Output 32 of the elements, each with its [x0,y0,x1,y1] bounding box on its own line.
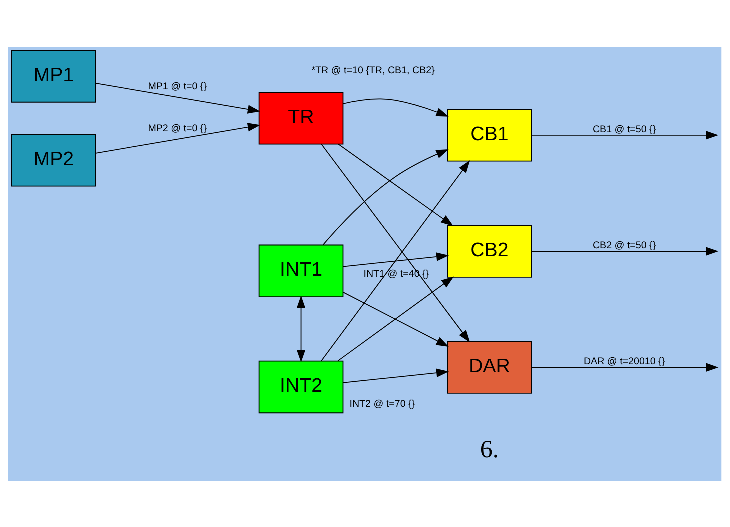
arrow [321,160,470,362]
node-box: CB1 [447,108,532,162]
node-box: TR [258,92,344,144]
node-box: DAR [447,340,532,394]
arrow [531,246,719,256]
arrow [95,122,260,154]
edge-label: INT2 @ t=70 {} [350,398,416,410]
arrow [531,130,719,140]
node-box: MP1 [12,50,96,102]
arrow [343,98,449,116]
edge-label: MP1 @ t=0 {} [148,81,207,92]
edge-label: *TR @ t=10 {TR, CB1, CB2} [312,64,435,76]
node-box: INT1 [258,244,344,297]
arrow [342,291,449,346]
arrow [321,143,470,342]
arrow [342,368,450,383]
arrow [322,148,449,245]
arrow [95,82,260,114]
edge-label: DAR @ t=20010 {} [584,356,666,368]
arrow [342,252,450,267]
arrow [531,362,719,372]
arrow [338,143,454,226]
node-box: MP2 [12,134,96,186]
node-box: CB2 [447,224,532,278]
edge-label: CB1 @ t=50 {} [592,124,656,136]
arrow [296,295,306,362]
node-box: INT2 [258,360,344,414]
edge-label: MP2 @ t=0 {} [148,123,207,134]
label: 6. [480,436,500,464]
edge-label: CB2 @ t=50 {} [592,240,656,252]
arrow [338,276,454,361]
edge-label: INT1 @ t=40 {} [364,268,430,280]
